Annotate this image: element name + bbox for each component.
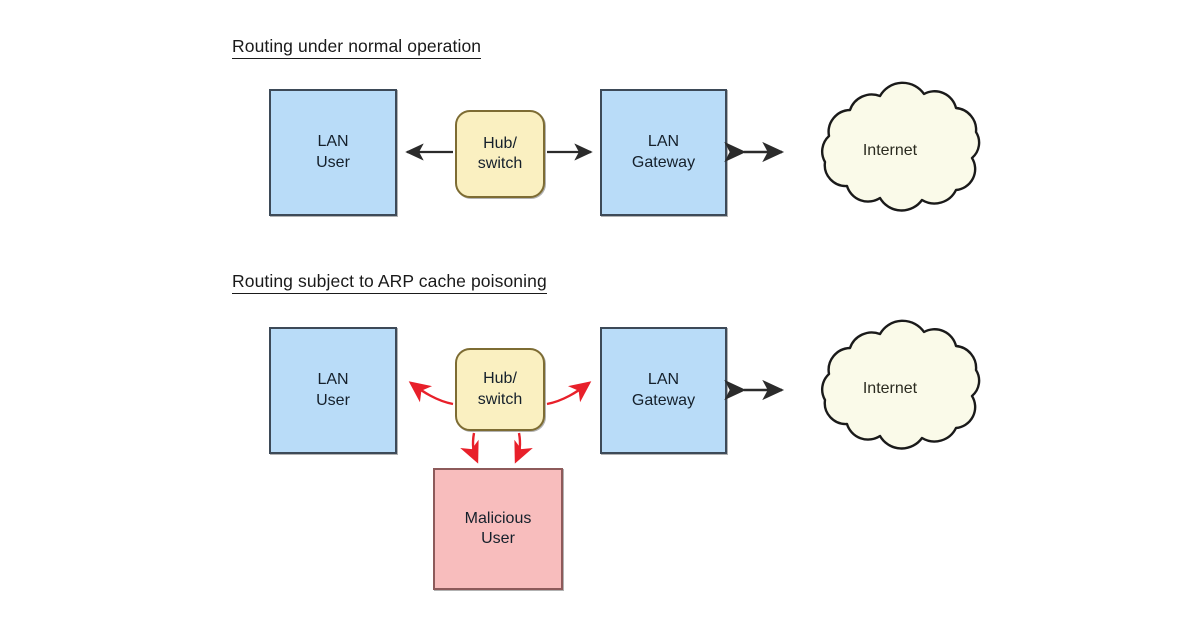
node-label: Malicious User xyxy=(465,509,532,550)
node-label: LAN User xyxy=(316,132,350,173)
section-heading-normal-operation: Routing under normal operation xyxy=(232,36,482,60)
node-label-line1: LAN xyxy=(317,371,349,389)
node-lan-gateway-poison: LAN Gateway xyxy=(600,327,727,454)
node-label-line2: Gateway xyxy=(631,153,696,171)
node-label: LAN Gateway xyxy=(632,370,695,411)
node-label-line2: Gateway xyxy=(631,391,696,409)
node-label-line1: LAN xyxy=(647,133,680,151)
arrow-hub-to-malicious-right xyxy=(514,432,533,464)
node-label-line1: LAN xyxy=(647,371,680,389)
cloud-shape-icon xyxy=(820,319,981,450)
node-label-line2: User xyxy=(316,153,350,171)
section-heading-arp-poisoning: Routing subject to ARP cache poisoning xyxy=(232,271,547,295)
node-label-line1: Malicious xyxy=(464,509,532,527)
node-malicious-user: Malicious User xyxy=(433,468,563,590)
node-label-line1: LAN xyxy=(317,133,349,151)
node-hub-switch-normal: Hub/ switch xyxy=(455,110,545,198)
node-lan-user-normal: LAN User xyxy=(269,89,397,216)
node-internet-cloud-normal: Internet xyxy=(790,80,990,222)
node-internet-cloud-poison: Internet xyxy=(790,318,990,460)
arrow-hub-to-gateway-poison xyxy=(546,381,592,406)
node-label-line2: User xyxy=(481,530,515,547)
node-lan-user-poison: LAN User xyxy=(269,327,397,454)
node-label: LAN Gateway xyxy=(632,132,695,173)
node-label-line2: User xyxy=(316,391,350,409)
node-label-line1: Hub/ xyxy=(483,134,517,152)
node-label-line2: switch xyxy=(477,155,523,172)
node-hub-switch-poison: Hub/ switch xyxy=(455,348,545,431)
node-lan-gateway-normal: LAN Gateway xyxy=(600,89,727,216)
arrow-hub-to-malicious-left xyxy=(460,432,479,464)
node-label: LAN User xyxy=(316,370,350,411)
cloud-shape-icon xyxy=(820,81,981,212)
node-label-line2: switch xyxy=(477,390,523,408)
node-label: Hub/ switch xyxy=(478,369,522,410)
node-label: Hub/ switch xyxy=(478,134,522,175)
node-label-line1: Hub/ xyxy=(483,370,517,388)
arrow-hub-to-lan-user-poison xyxy=(408,381,454,406)
